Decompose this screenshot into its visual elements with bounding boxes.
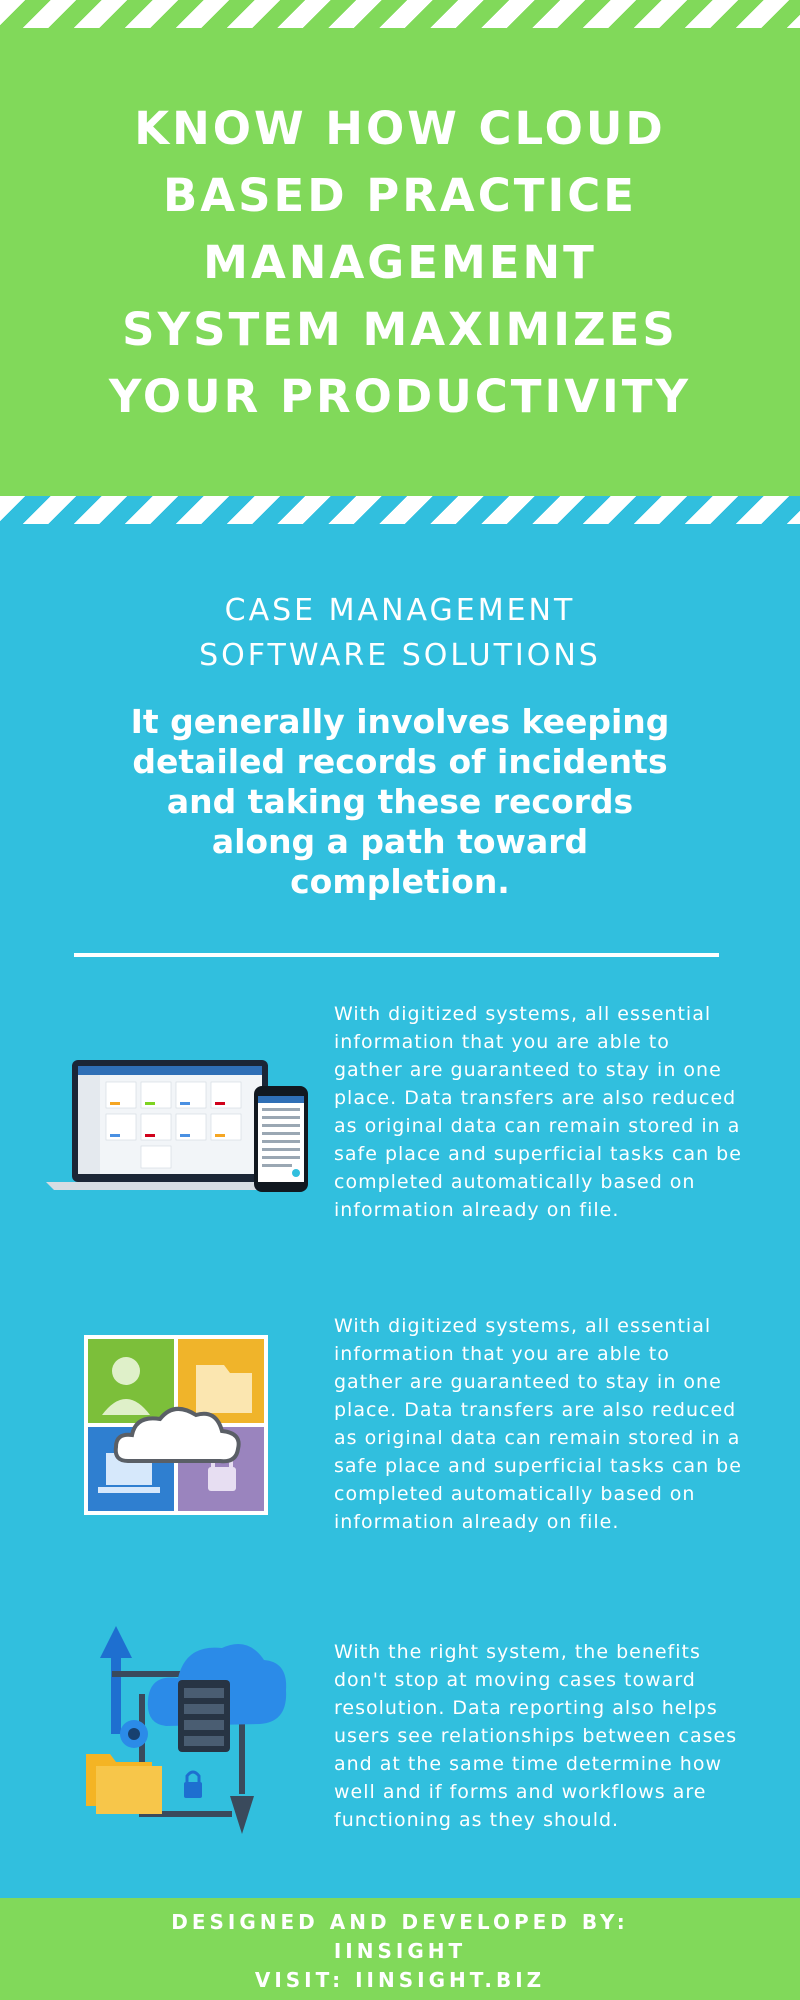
middle-stripe-divider	[0, 496, 800, 524]
hero-banner: KNOW HOW CLOUD BASED PRACTICE MANAGEMENT…	[0, 28, 800, 496]
section-subtitle-line1: CASE MANAGEMENT	[224, 593, 576, 628]
top-stripe-divider	[0, 0, 800, 28]
info-text-3: With the right system, the benefits don'…	[334, 1641, 738, 1831]
horizontal-divider	[74, 953, 719, 957]
footer-website-link[interactable]: VISIT: IINSIGHT.BIZ	[254, 1968, 546, 1992]
lead-paragraph: It generally involves keeping detailed r…	[130, 702, 670, 901]
page-title: KNOW HOW CLOUD BASED PRACTICE MANAGEMENT…	[108, 101, 692, 423]
footer: DESIGNED AND DEVELOPED BY: IINSIGHT VISI…	[0, 1898, 800, 2000]
footer-company: IINSIGHT	[333, 1939, 467, 1963]
cloud-server-icon	[82, 1614, 292, 1836]
section-subtitle-line2: SOFTWARE SOLUTIONS	[199, 638, 601, 673]
info-text-1: With digitized systems, all essential in…	[334, 1003, 742, 1221]
laptop-phone-icon	[44, 1054, 310, 1194]
footer-credit: DESIGNED AND DEVELOPED BY:	[171, 1910, 629, 1934]
info-text-2: With digitized systems, all essential in…	[334, 1315, 742, 1533]
cloud-tiles-icon	[84, 1335, 268, 1515]
section-subtitle: CASE MANAGEMENT SOFTWARE SOLUTIONS	[0, 588, 800, 678]
